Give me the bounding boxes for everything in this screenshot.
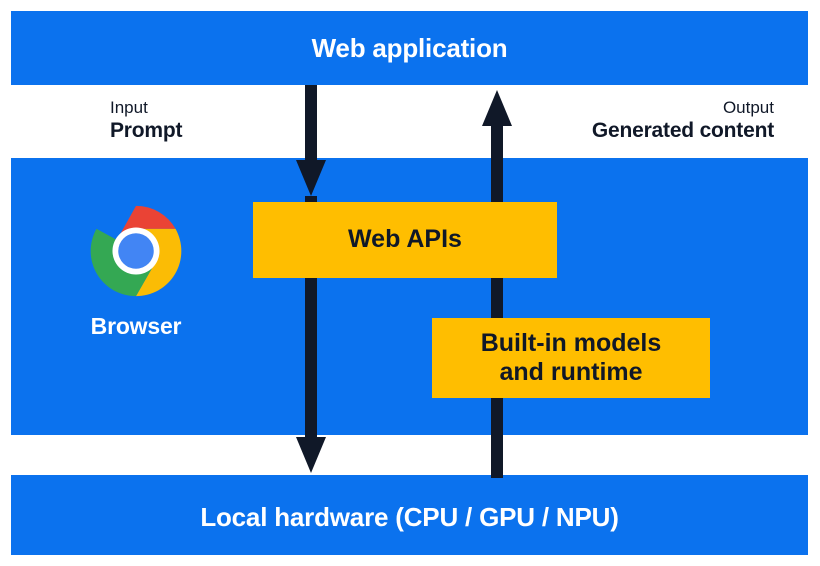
panel-browser: Browser Web APIs Built-in models and run…: [11, 158, 808, 435]
browser-group: Browser: [66, 203, 206, 340]
flow-label-output: Output Generated content: [592, 98, 774, 143]
box-web-apis: Web APIs: [253, 202, 557, 278]
panel-local-hardware-label: Local hardware (CPU / GPU / NPU): [200, 502, 619, 532]
flow-label-input-value: Prompt: [110, 118, 183, 142]
flow-label-output-value: Generated content: [591, 118, 774, 142]
chrome-logo-icon: [90, 205, 182, 297]
flow-label-input: Input Prompt: [110, 98, 183, 143]
browser-label: Browser: [90, 313, 182, 339]
panel-web-application-label: Web application: [311, 33, 508, 63]
panel-local-hardware: Local hardware (CPU / GPU / NPU): [11, 475, 808, 555]
panel-web-application: Web application: [11, 11, 808, 85]
flow-label-output-kind: Output: [722, 98, 774, 117]
box-built-in-models-and-runtime: Built-in models and runtime: [432, 318, 710, 398]
flow-label-input-kind: Input: [110, 98, 148, 117]
box-web-apis-label: Web APIs: [348, 225, 462, 254]
box-built-in-models-and-runtime-label: Built-in models and runtime: [480, 328, 662, 387]
